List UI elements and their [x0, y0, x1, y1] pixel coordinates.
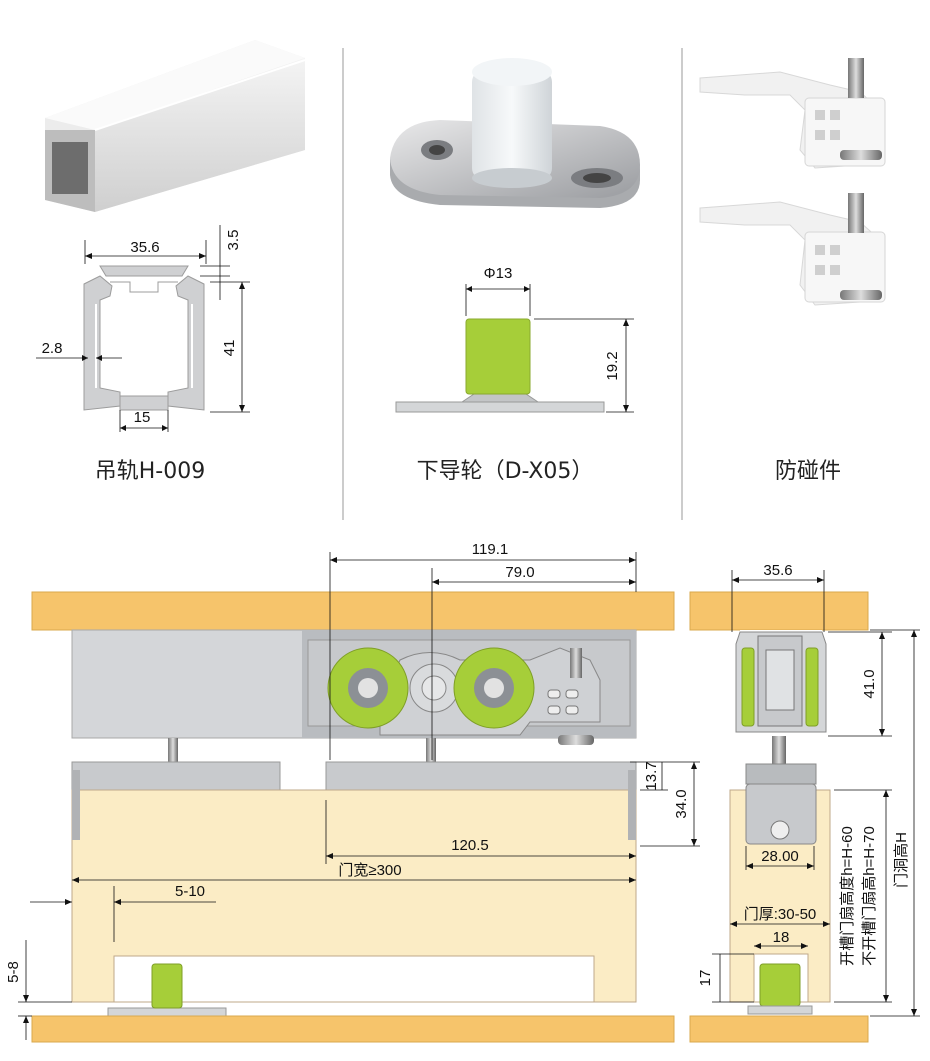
assembly-front-view [31, 591, 675, 1043]
dim-door-width: 门宽≥300 [338, 862, 401, 879]
rail-lip-label: 3.5 [225, 230, 242, 251]
guide-front [151, 963, 183, 1009]
roller-left [327, 647, 409, 729]
side-door-thickness: 门厚:30-50 [744, 906, 817, 923]
stopper-photo-bottom [699, 193, 886, 306]
stopper-photo-top [699, 58, 886, 169]
side-groove-depth: 17 [697, 970, 714, 987]
side-opening-height: 门洞高H [893, 832, 910, 888]
side-door-height-a: 开槽门扇高度h=H-60 [839, 826, 856, 966]
dim-spacing: 120.5 [451, 837, 489, 854]
door-groove [113, 955, 595, 1003]
rail-dimensions: 35.6 3.5 41 2.8 15 [36, 225, 250, 432]
side-rail-height: 41.0 [861, 669, 878, 698]
floor [31, 1015, 675, 1043]
caption-rail: 吊轨H-009 [95, 459, 205, 484]
dim-total: 119.1 [472, 541, 508, 558]
guide-diameter-label: Φ13 [484, 265, 513, 282]
dim-top-gap: 13.7 [643, 761, 660, 790]
side-groove-width: 18 [773, 929, 790, 946]
side-rail-width: 35.6 [763, 562, 792, 579]
dim-gap-bottom: 5-8 [5, 961, 22, 983]
rail-section-drawing [83, 265, 205, 411]
assembly-side-view [689, 591, 869, 1043]
assembly-dimensions: 119.1 79.0 120.5 门宽≥300 5-10 5-8 13.7 34… [5, 541, 700, 1040]
rail-slot-label: 15 [134, 409, 151, 426]
guide-photo [390, 58, 640, 208]
caption-stopper: 防碰件 [775, 459, 841, 484]
guide-drawing: Φ13 19.2 [395, 265, 634, 413]
rail-wall-label: 2.8 [42, 340, 63, 357]
caption-guide: 下导轮（D-X05） [417, 459, 594, 484]
side-carrier-width: 28.00 [761, 848, 799, 865]
dim-offset: 5-10 [175, 883, 205, 900]
guide-height-label: 19.2 [604, 351, 621, 380]
dim-inner: 79.0 [505, 564, 534, 581]
header-beam [31, 591, 675, 631]
rail-width-label: 35.6 [130, 239, 159, 256]
roller-right [453, 647, 535, 729]
top-bracket-left [71, 761, 281, 791]
dim-mount-height: 34.0 [673, 789, 690, 818]
side-door-height-b: 不开槽门扇高h=H-70 [861, 826, 878, 966]
rail-photo [45, 40, 306, 212]
side-dimensions: 35.6 41.0 28.00 门厚:30-50 18 17 开槽门扇高度h=H… [697, 562, 920, 1017]
rail-height-label: 41 [221, 340, 238, 357]
top-bracket-right [325, 761, 637, 791]
